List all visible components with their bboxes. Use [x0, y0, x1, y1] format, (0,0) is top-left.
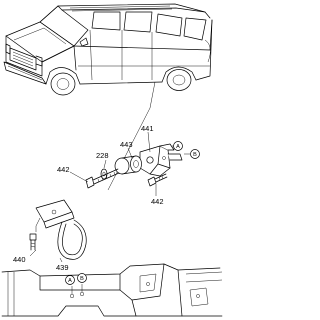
callout-442-long-bolt: 442: [57, 165, 70, 174]
callout-442-short-bolt: 442: [151, 197, 164, 206]
part-439-tow-hook: [35, 199, 87, 260]
callout-441: 441: [141, 124, 154, 133]
part-443-roller: [114, 155, 142, 175]
svg-text:B: B: [80, 276, 84, 282]
svg-text:B: B: [193, 152, 197, 158]
part-228-washer: [100, 168, 108, 180]
part-441-bracket: [139, 143, 183, 177]
marker-b-bottom: B: [77, 273, 87, 283]
part-442-long-bolt: [85, 168, 120, 189]
callout-228: 228: [96, 151, 109, 160]
vehicle-illustration: [3, 3, 213, 96]
svg-text:A: A: [68, 278, 72, 284]
callout-440: 440: [13, 255, 26, 264]
callout-leaders: [29, 131, 190, 263]
svg-text:A: A: [176, 144, 180, 150]
callout-439: 439: [56, 263, 69, 272]
callout-443: 443: [120, 140, 133, 149]
marker-a-bottom: A: [65, 275, 75, 285]
parts-diagram: 441 443 228 442 442 440 439 A B A B: [1, 3, 223, 317]
marker-b-top: B: [190, 149, 200, 159]
leader-line-vehicle: [107, 81, 156, 191]
part-440-bolt: [29, 233, 37, 251]
part-442-short-bolt: [147, 173, 168, 187]
marker-a-top: A: [173, 141, 183, 151]
frame-rail: [1, 263, 223, 317]
